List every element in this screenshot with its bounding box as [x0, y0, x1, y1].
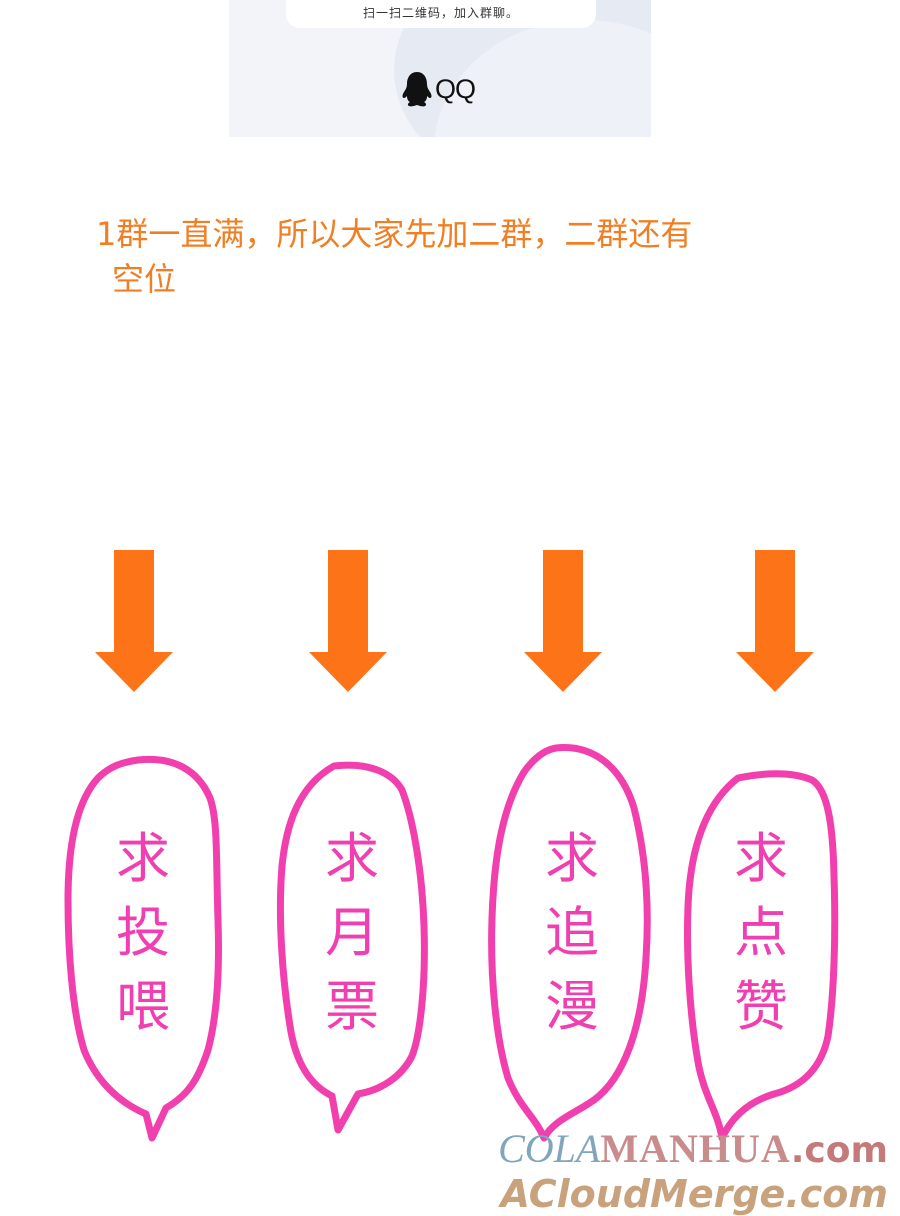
- watermark-cola: COLA: [498, 1126, 601, 1171]
- arrow-down-icon: [95, 550, 173, 692]
- qq-penguin-icon: [402, 72, 432, 107]
- watermark-line-2: ACloudMerge.com: [500, 1172, 888, 1216]
- speech-bubble-feed: 求 投 喂: [58, 750, 228, 1145]
- qq-label: QQ: [435, 73, 476, 104]
- speech-bubble-monthly-ticket: 求 月 票: [272, 756, 432, 1136]
- bubble-char: 求: [116, 827, 170, 890]
- bubble-char: 求: [734, 827, 788, 890]
- bubble-char: 票: [325, 975, 379, 1038]
- bubble-char: 追: [545, 901, 599, 964]
- bubble-char: 投: [116, 901, 170, 964]
- bubble-char: 求: [545, 827, 599, 890]
- qr-group-card: 扫一扫二维码，加入群聊。 QQ: [229, 0, 651, 137]
- watermark: COLAMANHUA.com ACloudMerge.com: [490, 1128, 900, 1216]
- bubble-char: 月: [325, 901, 379, 964]
- speech-bubble-outline: [488, 744, 651, 1142]
- notice-line-2: 空位: [112, 260, 177, 298]
- qr-caption: 扫一扫二维码，加入群聊。: [362, 6, 519, 20]
- group-notice: 1群一直满，所以大家先加二群，二群还有 空位: [96, 212, 796, 302]
- bubble-char: 漫: [545, 975, 599, 1038]
- speech-bubble-outline: [683, 770, 839, 1142]
- speech-bubble-outline: [276, 761, 428, 1134]
- watermark-manhua: MANHUA: [600, 1126, 791, 1171]
- arrow-down-icon: [524, 550, 602, 692]
- notice-line-1: 1群一直满，所以大家先加二群，二群还有: [96, 215, 693, 253]
- speech-bubble-like: 求 点 赞: [678, 766, 844, 1146]
- watermark-line-1: COLAMANHUA.com: [490, 1128, 888, 1172]
- speech-bubble-outline: [64, 755, 223, 1142]
- bubble-char: 求: [325, 827, 379, 890]
- bubble-char: 赞: [734, 975, 788, 1038]
- arrow-down-icon: [736, 550, 814, 692]
- arrow-down-icon: [309, 550, 387, 692]
- speech-bubble-follow: 求 追 漫: [484, 738, 660, 1148]
- watermark-dotcom: .com: [790, 1130, 888, 1171]
- qq-brand: QQ: [401, 70, 476, 108]
- qr-caption-box: 扫一扫二维码，加入群聊。: [286, 0, 596, 28]
- bubble-char: 喂: [116, 975, 170, 1038]
- bubble-char: 点: [734, 901, 788, 964]
